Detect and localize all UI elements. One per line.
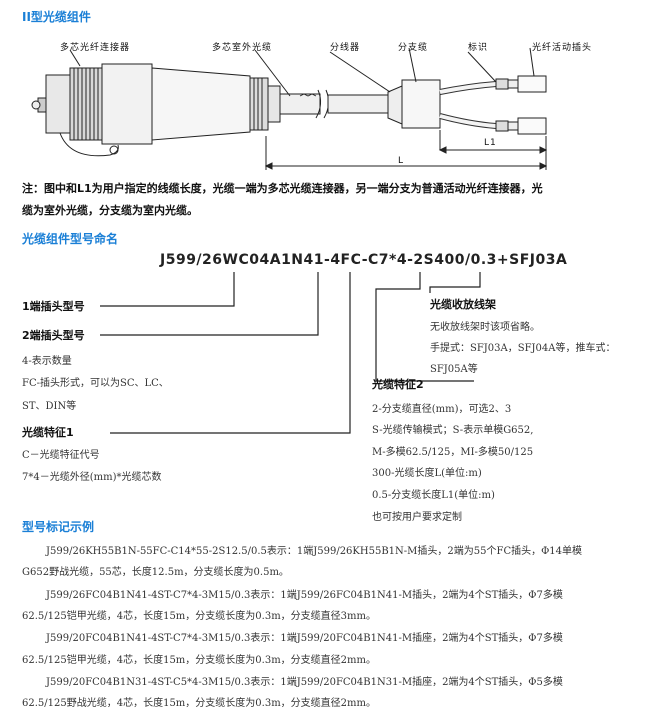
label-fiber-plug: 光纤活动插头 (532, 43, 593, 53)
label-branch-cable: 分支缆 (398, 43, 429, 53)
example-line: J599/26FC04B1N41-4ST-C7*4-3M15/0.3表示：1端J… (46, 590, 563, 601)
model-code: J599/26WC04A1N41-4FC-C7*4-2S400/0.3+SFJ0… (160, 252, 568, 268)
example-line: J599/26KH55B1N-55FC-C14*55-2S12.5/0.5表示：… (46, 546, 583, 557)
example-line: 62.5/125野战光缆，4芯，长度15m，分支缆长度为0.3m，分支缆直径2m… (22, 698, 377, 709)
cable-assembly-diagram (31, 47, 548, 170)
example-line: 62.5/125铠甲光缆，4芯，长度15m，分支缆长度为0.3m，分支缆直径3m… (22, 611, 377, 622)
part-3-line: 7*4－光缆外径(mm)*光缆芯数 (22, 472, 162, 483)
part-4-line: S-光缆传输模式；S-表示单模G652, (372, 425, 534, 436)
example-line: G652野战光缆，55芯，长度12.5m，分支缆长度为0.5m。 (22, 567, 289, 578)
part-4-title: 光缆特征2 (372, 378, 424, 391)
note-line-2: 缆为室外光缆，分支缆为室内光缆。 (22, 204, 198, 217)
part-5-line: SFJ05A等 (430, 364, 478, 375)
example-line: 62.5/125铠甲光缆，4芯，长度15m，分支缆长度为0.3m，分支缆直径2m… (22, 655, 377, 666)
label-marker: 标识 (468, 43, 489, 53)
part-3-line: C－光缆特征代号 (22, 450, 100, 461)
part-4-line: 也可按用户要求定制 (372, 512, 462, 523)
label-outdoor-cable: 多芯室外光缆 (212, 43, 273, 53)
part-2-title: 2端插头型号 (22, 329, 85, 342)
dimension-L1: L1 (484, 138, 497, 148)
part-4-line: M-多模62.5/125，MI-多模50/125 (372, 447, 534, 458)
part-2-line: ST、DIN等 (22, 401, 77, 412)
part-3-title: 光缆特征1 (22, 426, 74, 439)
section-title-naming: 光缆组件型号命名 (22, 232, 119, 246)
part-5-line: 无收放线架时该项省略。 (430, 322, 540, 333)
splitter-body (401, 79, 441, 129)
part-1-title: 1端插头型号 (22, 300, 85, 313)
naming-brackets (100, 272, 481, 434)
example-line: J599/20FC04B1N41-4ST-C7*4-3M15/0.3表示：1端J… (46, 633, 563, 644)
part-4-line: 300-光缆长度L(单位:m) (372, 468, 482, 479)
section-title-examples: 型号标记示例 (22, 520, 95, 534)
part-4-line: 2-分支缆直径(mm)，可选2、3 (372, 404, 512, 415)
example-line: J599/20FC04B1N31-4ST-C5*4-3M15/0.3表示：1端J… (46, 677, 563, 688)
part-4-line: 0.5-分支缆长度L1(单位:m) (372, 490, 495, 501)
part-2-line: FC-插头形式，可以为SC、LC、 (22, 378, 169, 389)
note-line-1: 注：图中和L1为用户指定的线缆长度，光缆一端为多芯光缆连接器，另一端分支为普通活… (22, 182, 543, 195)
label-multicore-connector: 多芯光纤连接器 (60, 43, 131, 53)
part-5-line: 手提式：SFJ03A，SFJ04A等，推车式： (430, 343, 616, 354)
section-title-assembly: II型光缆组件 (22, 10, 91, 24)
dimension-L: L (398, 156, 405, 166)
part-5-title: 光缆收放线架 (430, 298, 496, 311)
connector-shell (101, 63, 153, 145)
label-splitter: 分线器 (330, 43, 361, 53)
part-2-line: 4-表示数量 (22, 356, 72, 367)
